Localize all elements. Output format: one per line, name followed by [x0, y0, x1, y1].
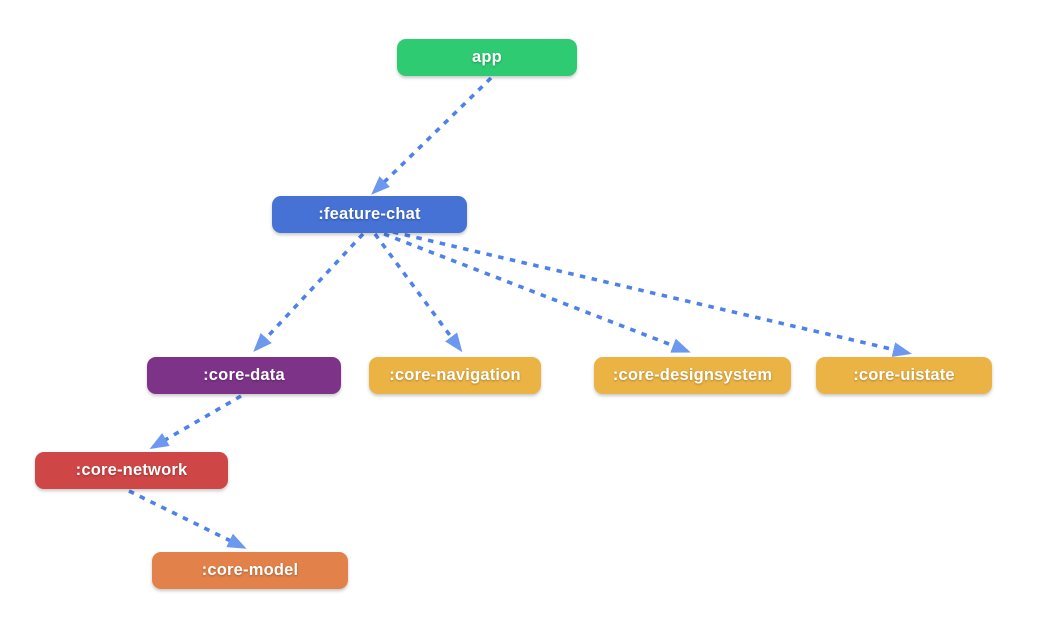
node-core-model: :core-model — [152, 552, 348, 589]
node-label-core-uistate: :core-uistate — [853, 366, 955, 384]
node-core-uistate: :core-uistate — [816, 357, 992, 394]
node-core-designsystem: :core-designsystem — [594, 357, 791, 394]
node-label-core-network: :core-network — [75, 461, 188, 479]
node-label-app: app — [472, 48, 502, 66]
node-feature-chat: :feature-chat — [272, 196, 467, 233]
node-label-core-model: :core-model — [201, 561, 299, 579]
node-core-network: :core-network — [35, 452, 228, 489]
node-core-navigation: :core-navigation — [369, 357, 541, 394]
node-label-core-designsystem: :core-designsystem — [612, 366, 773, 384]
node-label-core-navigation: :core-navigation — [389, 366, 521, 384]
node-core-data: :core-data — [147, 357, 341, 394]
node-label-feature-chat: :feature-chat — [318, 205, 421, 223]
node-label-core-data: :core-data — [203, 366, 285, 384]
node-app: app — [397, 39, 577, 76]
